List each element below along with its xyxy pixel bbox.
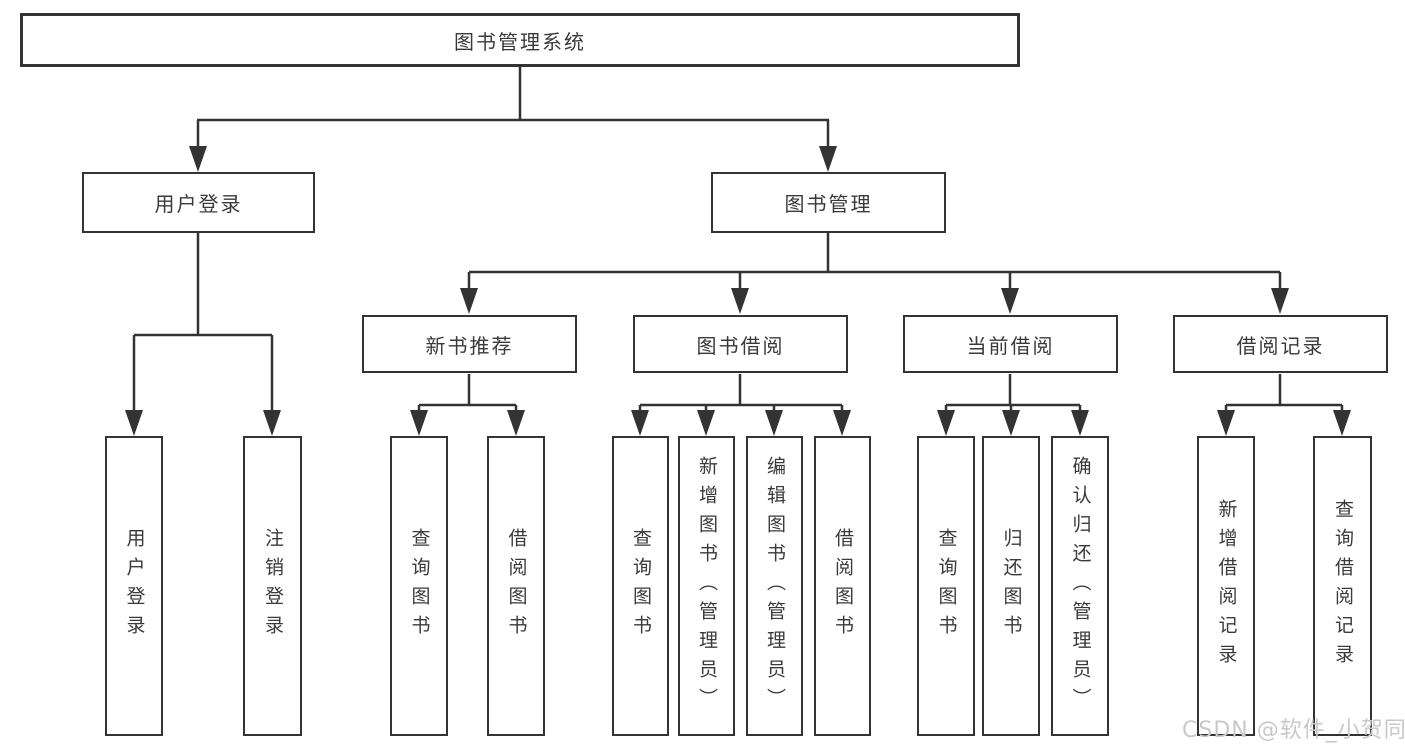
arrowhead-icon	[460, 288, 478, 314]
leaf-cb-return-books: 归还图书	[982, 436, 1040, 736]
leaf-nbr-query-books-label: 查询图书	[408, 528, 431, 644]
arrowhead-icon	[833, 410, 851, 436]
arrowhead-icon	[1217, 410, 1235, 436]
node-book-management-label: 图书管理	[784, 192, 873, 216]
arrowhead-icon	[1002, 410, 1020, 436]
node-book-management: 图书管理	[711, 172, 946, 233]
arrowhead-icon	[263, 410, 281, 436]
leaf-bb-query-books: 查询图书	[612, 436, 669, 736]
leaf-bb-query-books-label: 查询图书	[630, 528, 652, 644]
arrowhead-icon	[125, 410, 143, 436]
arrowhead-icon	[631, 410, 649, 436]
node-user-login-label: 用户登录	[154, 192, 243, 216]
node-root: 图书管理系统	[20, 13, 1020, 67]
arrowhead-icon	[819, 146, 837, 172]
leaf-user-login: 用户登录	[105, 436, 163, 736]
arrowhead-icon	[189, 146, 207, 172]
leaf-br-add-record-label: 新增借阅记录	[1215, 499, 1238, 673]
leaf-bb-borrow-books: 借阅图书	[814, 436, 871, 736]
arrowhead-icon	[765, 410, 783, 436]
leaf-logout: 注销登录	[243, 436, 302, 736]
node-current-borrowing-label: 当前借阅	[966, 333, 1055, 358]
leaf-logout-label: 注销登录	[262, 528, 284, 644]
csdn-watermark: CSDN @软件_小贺同学	[1182, 718, 1405, 743]
leaf-cb-confirm-return-admin: 确认归还（管理员）	[1051, 436, 1109, 736]
leaf-br-query-record: 查询借阅记录	[1313, 436, 1372, 736]
leaf-bb-add-books-admin-label: 新增图书（管理员）	[696, 455, 718, 717]
arrowhead-icon	[937, 410, 955, 436]
leaf-nbr-borrow-books: 借阅图书	[487, 436, 545, 736]
node-new-book-recommend: 新书推荐	[362, 315, 577, 373]
arrowhead-icon	[697, 410, 715, 436]
node-root-label: 图书管理系统	[454, 29, 586, 54]
arrowhead-icon	[1333, 410, 1351, 436]
node-new-book-recommend-label: 新书推荐	[425, 333, 514, 358]
leaf-nbr-query-books: 查询图书	[390, 436, 448, 736]
leaf-bb-borrow-books-label: 借阅图书	[832, 528, 854, 644]
leaf-user-login-label: 用户登录	[123, 528, 146, 644]
leaf-cb-return-books-label: 归还图书	[1000, 528, 1023, 644]
leaf-bb-edit-books-admin: 编辑图书（管理员）	[746, 436, 803, 736]
leaf-cb-query-books-label: 查询图书	[935, 528, 958, 644]
node-borrowing-records-label: 借阅记录	[1236, 333, 1325, 358]
arrowhead-icon	[1001, 288, 1019, 314]
node-current-borrowing: 当前借阅	[903, 315, 1118, 373]
arrowhead-icon	[507, 410, 525, 436]
arrowhead-icon	[1071, 410, 1089, 436]
node-book-borrowing-label: 图书借阅	[696, 333, 785, 358]
arrowhead-icon	[731, 288, 749, 314]
leaf-br-query-record-label: 查询借阅记录	[1332, 499, 1354, 673]
arrowhead-icon	[410, 410, 428, 436]
leaf-bb-add-books-admin: 新增图书（管理员）	[678, 436, 735, 736]
node-user-login: 用户登录	[82, 172, 315, 233]
leaf-bb-edit-books-admin-label: 编辑图书（管理员）	[764, 455, 786, 717]
arrowhead-icon	[1271, 288, 1289, 314]
leaf-cb-confirm-return-admin-label: 确认归还（管理员）	[1069, 455, 1092, 717]
node-borrowing-records: 借阅记录	[1173, 315, 1388, 373]
leaf-nbr-borrow-books-label: 借阅图书	[505, 528, 528, 644]
leaf-br-add-record: 新增借阅记录	[1197, 436, 1255, 736]
leaf-cb-query-books: 查询图书	[917, 436, 975, 736]
node-book-borrowing: 图书借阅	[633, 315, 848, 373]
